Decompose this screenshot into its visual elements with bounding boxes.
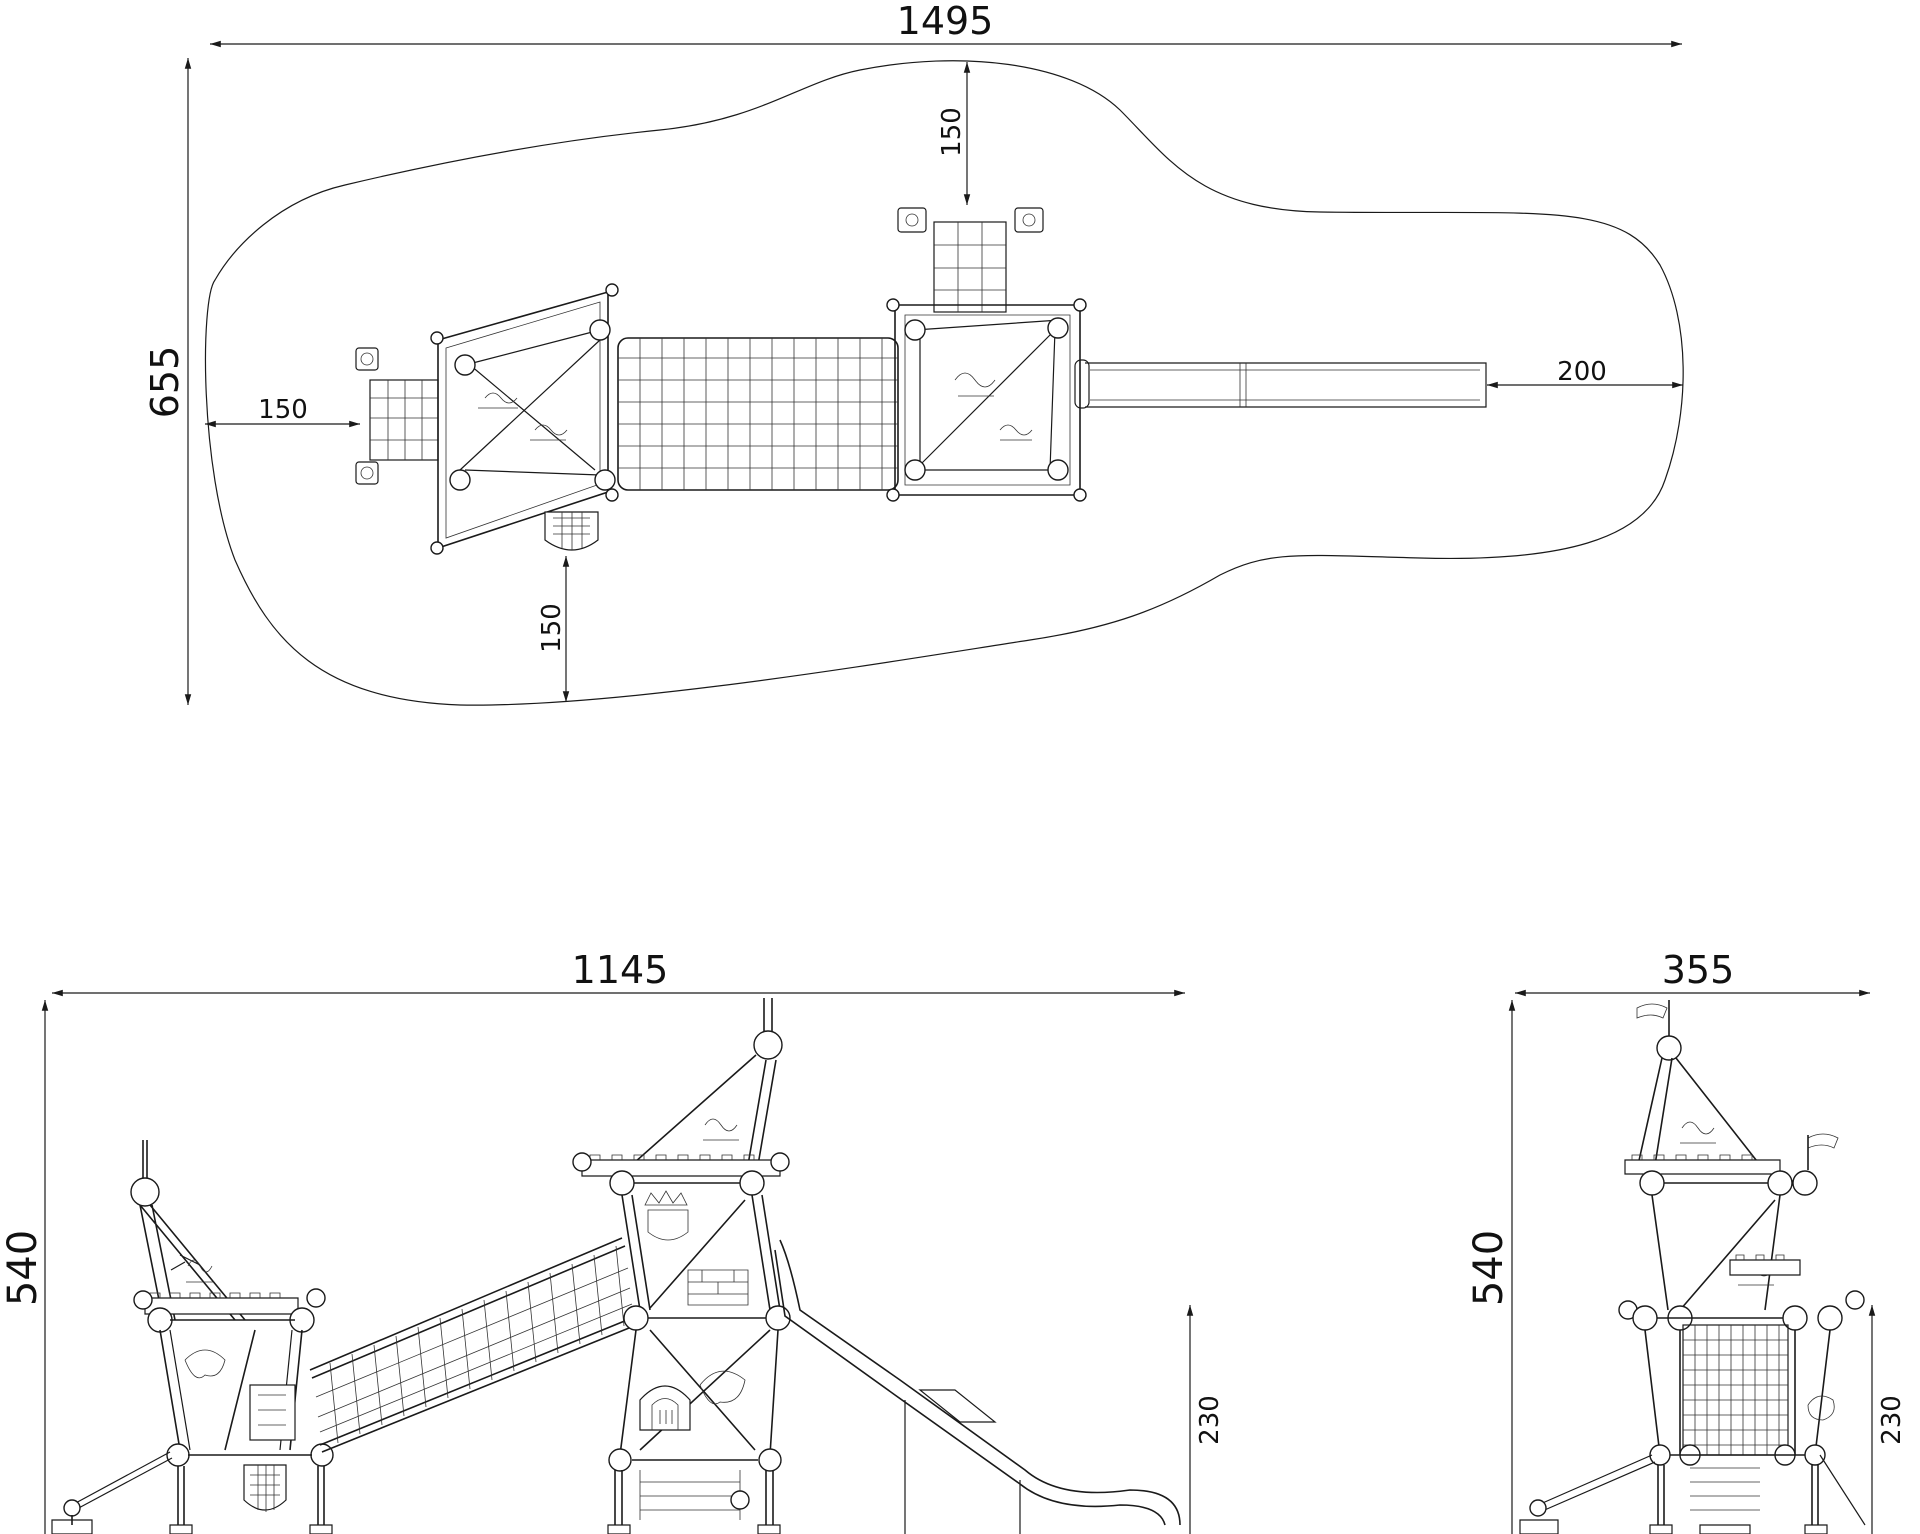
front-elevation: 1145 540 230 [0,948,1225,1534]
front-slide [774,1239,1181,1534]
dim-clearance-left: 150 [258,395,308,425]
plan-left-tower [430,283,619,555]
dim-total-length: 1495 [897,0,994,43]
plan-right-tower [886,298,1090,502]
plan-top-net [897,207,1044,313]
plan-view: 1495 655 150 150 150 200 [143,0,1684,706]
side-elevation: 355 540 230 [1466,948,1907,1534]
safety-zone-outline [204,60,1684,706]
dim-total-width: 655 [143,346,187,419]
dim-front-height: 540 [0,1230,46,1306]
front-net-bridge [309,1237,635,1453]
plan-left-net [355,347,439,485]
side-lower-tower [1519,1290,1866,1534]
plan-net-bridge [617,337,899,491]
plan-panel [544,511,599,551]
dim-side-height: 540 [1466,1230,1512,1306]
dim-clearance-bottom: 150 [537,603,567,653]
front-left-tower [51,1140,334,1534]
side-upper-deck [1624,1154,1818,1311]
side-emblem-top [1680,1121,1716,1144]
front-right-tower [572,998,791,1534]
side-flag-right-icon [1807,1133,1839,1170]
dim-clearance-top: 150 [937,107,967,157]
dim-side-platform: 230 [1877,1395,1907,1445]
dim-front-platform: 230 [1195,1395,1225,1445]
dim-side-width: 355 [1662,948,1735,992]
plan-slide [1085,362,1487,408]
side-roof [1637,1057,1761,1166]
dim-front-length: 1145 [572,948,669,992]
side-flag-icon [1636,1000,1682,1061]
dim-clearance-slide: 200 [1557,357,1607,387]
